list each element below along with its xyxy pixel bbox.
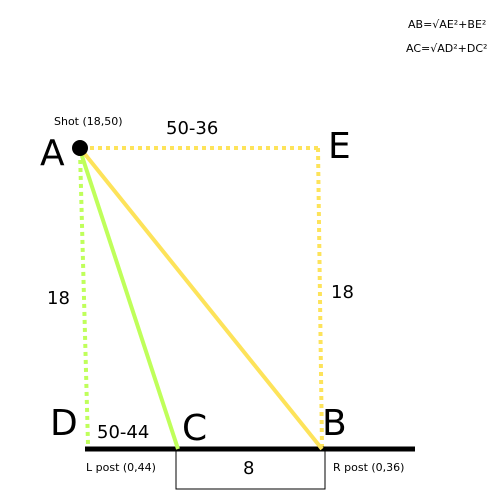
left-post-label: L post (0,44)	[86, 461, 156, 474]
point-b-label: B	[322, 403, 347, 444]
measure-goal-width: 8	[243, 458, 255, 479]
segment-ad	[78, 151, 90, 445]
segment-ac	[78, 149, 180, 450]
segment-eb	[316, 147, 324, 449]
formula-ac: AC=√AD²+DC²	[406, 42, 488, 55]
point-d-label: D	[50, 403, 78, 444]
measure-ad: 18	[47, 288, 70, 309]
measure-dc: 50-44	[97, 422, 150, 443]
measure-ae: 50-36	[166, 118, 219, 139]
segment-ab	[78, 146, 324, 451]
point-a-label: A	[40, 133, 65, 174]
measure-be: 18	[331, 282, 354, 303]
shot-label: Shot (18,50)	[54, 115, 123, 128]
formula-ab: AB=√AE²+BE²	[408, 18, 487, 31]
point-c-label: C	[182, 408, 208, 449]
shot-marker	[72, 140, 88, 156]
right-post-label: R post (0,36)	[333, 461, 405, 474]
point-e-label: E	[328, 126, 351, 167]
